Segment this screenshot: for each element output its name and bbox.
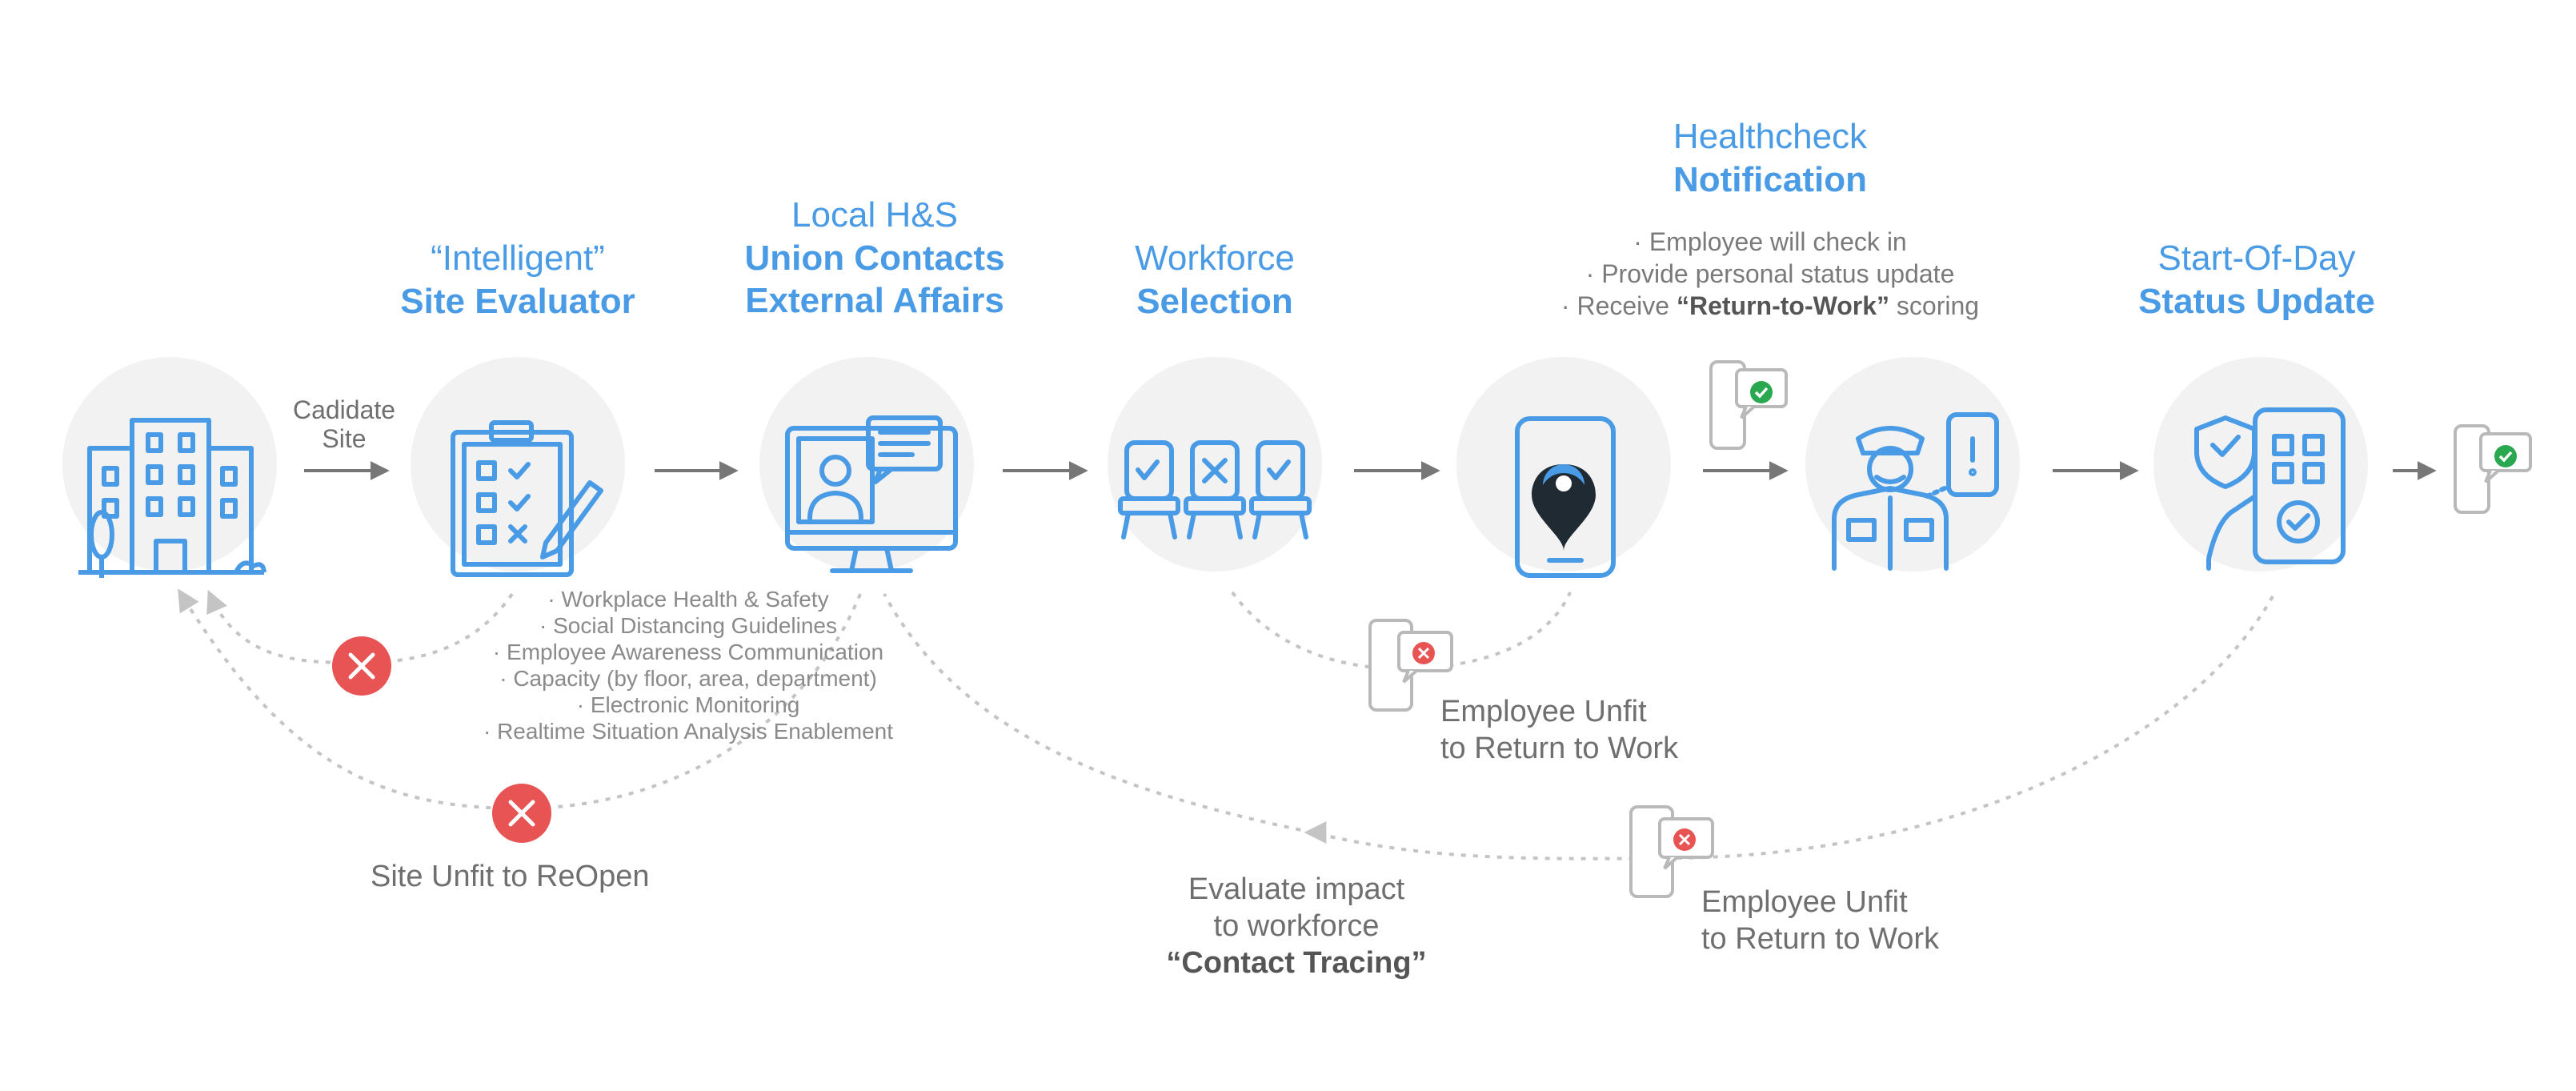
outcome-line1: Evaluate impact <box>1188 872 1405 906</box>
outcome-site-unfit: Site Unfit to ReOpen <box>371 858 650 895</box>
step-title-site-evaluator: “Intelligent” Site Evaluator <box>358 237 678 323</box>
step-title-healthcheck-notification: Healthcheck Notification <box>1530 115 2010 201</box>
arrow-label-line1: Cadidate <box>292 395 396 424</box>
evaluator-bullet: · Employee Awareness Communication <box>492 640 884 664</box>
step-title-line2: Site Evaluator <box>400 281 635 321</box>
step-title-line1: “Intelligent” <box>431 239 605 278</box>
outcome-employee-unfit-2: Employee Unfit to Return to Work <box>1701 884 1939 957</box>
outcome-site-unfit-text: Site Unfit to ReOpen <box>371 860 650 893</box>
step-title-status-update: Start-Of-Day Status Update <box>2097 237 2417 323</box>
security-guard-icon <box>1832 412 1999 571</box>
loop-evaluate-to-union <box>883 593 1313 834</box>
outcome-line1: Employee Unfit <box>1701 885 1908 919</box>
phone-check-icon <box>1709 360 1788 450</box>
shield-qr-phone-icon <box>2194 407 2346 571</box>
circle-workforce <box>1108 357 1322 572</box>
phone-reject-icon-2 <box>1629 805 1714 898</box>
evaluator-bullet: · Realtime Situation Analysis Enablement <box>483 719 894 744</box>
arrow-label-line2: Site <box>322 424 367 453</box>
healthcheck-bullet-3: · Receive “Return-to-Work” scoring <box>1450 290 2090 322</box>
step-title-union-contacts: Local H&S Union Contacts External Affair… <box>707 194 1043 323</box>
office-building-icon <box>78 418 266 578</box>
circle-status <box>2153 357 2368 572</box>
evaluator-bullet: · Electronic Monitoring <box>576 692 800 717</box>
phone-check-icon-final <box>2454 424 2532 514</box>
chairs-selection-icon <box>1118 440 1312 539</box>
step-title-line1: Healthcheck <box>1673 117 1868 156</box>
evaluator-bullets: · Workplace Health & Safety · Social Dis… <box>448 586 928 744</box>
checklist-clipboard-icon <box>451 420 603 577</box>
phone-app-logo-icon <box>1515 416 1616 578</box>
step-title-line1: Start-Of-Day <box>2157 239 2356 278</box>
step-title-line1: Workforce <box>1135 239 1295 278</box>
circle-evaluator <box>411 357 625 572</box>
step-title-line2: Selection <box>1136 281 1293 321</box>
reject-circle-icon-1 <box>332 636 391 696</box>
step-title-line2: Union Contacts <box>744 238 1005 278</box>
outcome-evaluate-impact: Evaluate impact to workforce “Contact Tr… <box>1136 871 1456 981</box>
loop-status-to-evaluate <box>1312 596 2274 860</box>
step-title-workforce-selection: Workforce Selection <box>1055 237 1375 323</box>
healthcheck-bullet-3-suffix: scoring <box>1889 291 1980 320</box>
phone-reject-icon-1 <box>1368 619 1453 712</box>
healthcheck-bullet-3-prefix: · Receive <box>1560 291 1677 320</box>
outcome-line1: Employee Unfit <box>1440 695 1647 728</box>
evaluator-bullet: · Workplace Health & Safety <box>547 587 829 612</box>
arrow-label-candidate-site: Cadidate Site <box>264 395 424 453</box>
step-circles <box>62 357 2368 572</box>
evaluator-bullet: · Social Distancing Guidelines <box>539 613 837 638</box>
outcome-line2: to Return to Work <box>1440 732 1679 765</box>
step-title-line1: Local H&S <box>791 195 958 235</box>
reject-circle-icon-2 <box>492 784 551 843</box>
step-title-line3: External Affairs <box>745 281 1004 321</box>
healthcheck-bullet-2: · Provide personal status update <box>1585 259 1955 288</box>
evaluator-bullet: · Capacity (by floor, area, department) <box>499 666 877 691</box>
healthcheck-bullets: · Employee will check in · Provide perso… <box>1450 226 2090 322</box>
step-title-line2: Status Update <box>2138 281 2375 321</box>
video-conference-monitor-icon <box>785 415 958 573</box>
outcome-employee-unfit-1: Employee Unfit to Return to Work <box>1440 693 1678 767</box>
loop-evaluator-to-site <box>206 589 514 665</box>
healthcheck-bullet-3-bold: “Return-to-Work” <box>1676 291 1890 320</box>
outcome-line2: to workforce <box>1213 909 1380 943</box>
outcome-line2: to Return to Work <box>1701 922 1940 956</box>
healthcheck-bullet-1: · Employee will check in <box>1633 227 1907 256</box>
outcome-line3: “Contact Tracing” <box>1166 946 1427 980</box>
step-title-line2: Notification <box>1673 159 1867 199</box>
loop-union-to-site <box>178 588 862 811</box>
